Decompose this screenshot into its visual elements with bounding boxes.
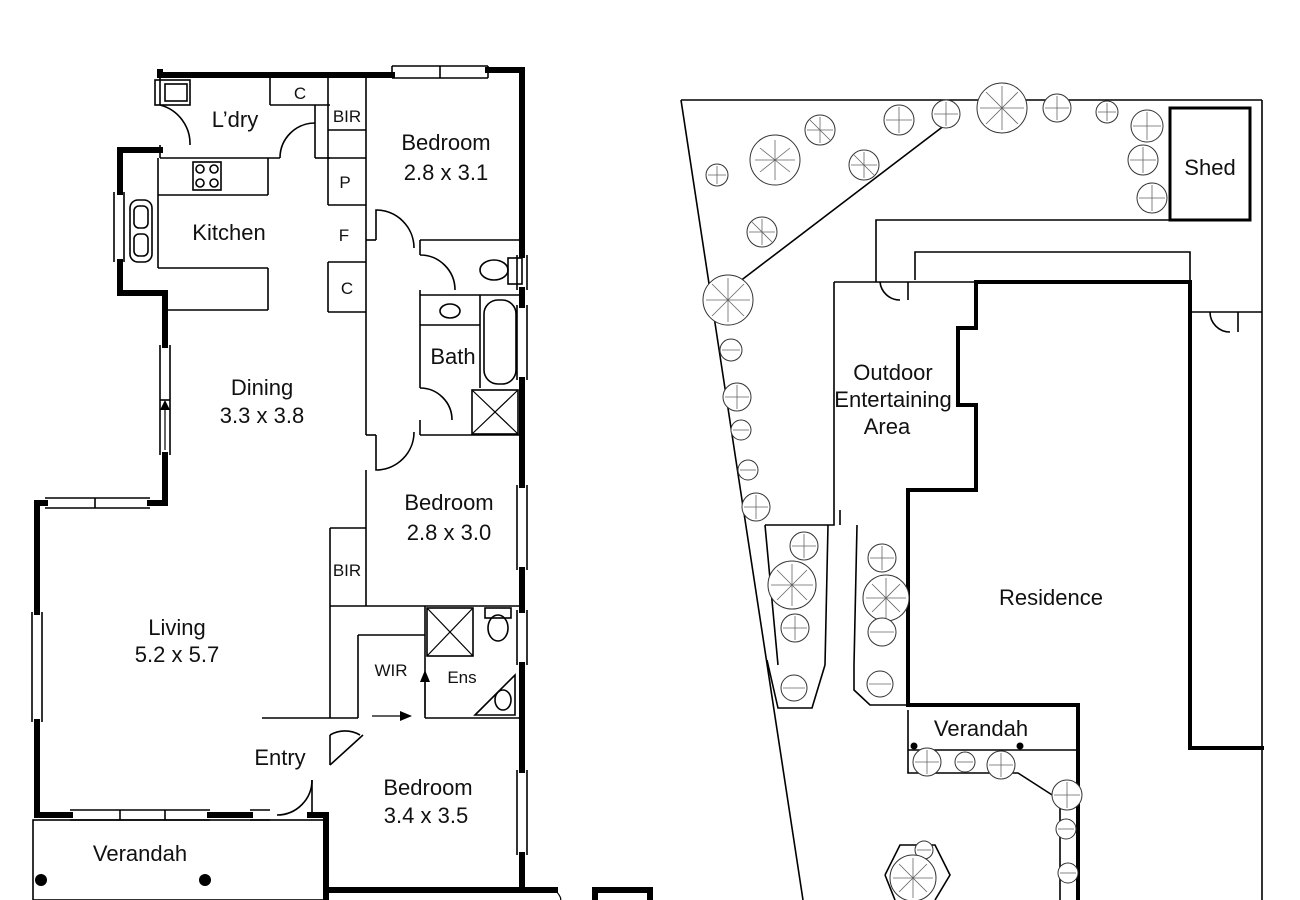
tree [931, 99, 961, 129]
tree [780, 613, 810, 643]
label-bedroom-2: Bedroom [404, 490, 493, 515]
site-boundary [680, 99, 1263, 900]
tree [780, 674, 808, 702]
tree [1127, 144, 1159, 176]
tree [719, 338, 743, 362]
label-entry: Entry [254, 745, 305, 770]
doors [159, 104, 456, 816]
label-fridge: F [339, 226, 349, 245]
post [910, 742, 918, 750]
tree [705, 163, 729, 187]
label-residence: Residence [999, 585, 1103, 610]
tree [867, 543, 897, 573]
label-site-verandah: Verandah [934, 716, 1028, 741]
label-bedroom-3-size: 3.4 x 3.5 [384, 803, 468, 828]
tree [1055, 818, 1077, 840]
label-wir: WIR [374, 661, 407, 680]
tree [1136, 182, 1168, 214]
tree [789, 531, 819, 561]
label-dining-size: 3.3 x 3.8 [220, 403, 304, 428]
shed [1168, 106, 1252, 222]
tree [954, 751, 976, 773]
exterior-walls [34, 67, 653, 900]
label-outdoor-3: Area [864, 414, 911, 439]
tree [722, 382, 752, 412]
label-bedroom-2-size: 2.8 x 3.0 [407, 520, 491, 545]
tree [883, 104, 915, 136]
tree [862, 574, 910, 622]
residence-outline [906, 280, 1264, 900]
label-dining: Dining [231, 375, 293, 400]
label-bath: Bath [430, 344, 475, 369]
tree [1051, 779, 1083, 811]
tree [767, 560, 817, 610]
tree [741, 492, 771, 522]
site-labels: Outdoor Entertaining Area Residence Vera… [834, 360, 1103, 741]
tree [749, 134, 801, 186]
label-living: Living [148, 615, 205, 640]
label-bedroom-1-size: 2.8 x 3.1 [404, 160, 488, 185]
site-plan: Shed [680, 82, 1264, 900]
windows [31, 65, 528, 855]
label-bir-2: BIR [333, 561, 361, 580]
label-living-size: 5.2 x 5.7 [135, 642, 219, 667]
label-cupboard-1: C [294, 84, 306, 103]
tree [867, 617, 897, 647]
tree [1130, 109, 1164, 143]
tree [976, 82, 1028, 134]
tree [730, 419, 752, 441]
tree [702, 274, 754, 326]
label-verandah: Verandah [93, 841, 187, 866]
label-outdoor-2: Entertaining [834, 387, 951, 412]
room-labels: L’dry C BIR Bedroom 2.8 x 3.1 P F C Kitc… [93, 84, 494, 866]
label-ensuite: Ens [447, 668, 476, 687]
label-shed: Shed [1184, 155, 1235, 180]
label-outdoor-1: Outdoor [853, 360, 933, 385]
tree [737, 459, 759, 481]
label-pantry: P [339, 173, 350, 192]
label-cupboard-2: C [341, 279, 353, 298]
tree [1057, 862, 1079, 884]
tree [912, 747, 942, 777]
floor-plan: L’dry C BIR Bedroom 2.8 x 3.1 P F C Kitc… [31, 65, 653, 900]
fixtures [32, 79, 562, 900]
tree [889, 854, 937, 900]
label-kitchen: Kitchen [192, 220, 265, 245]
label-bedroom-1: Bedroom [401, 130, 490, 155]
label-bir-1: BIR [333, 107, 361, 126]
tree [866, 670, 894, 698]
tree [986, 750, 1016, 780]
tree [804, 114, 836, 146]
label-laundry: L’dry [212, 107, 258, 132]
interior-walls [157, 75, 522, 815]
trees [702, 82, 1168, 900]
tree [1095, 100, 1119, 124]
post [1016, 742, 1024, 750]
label-bedroom-3: Bedroom [383, 775, 472, 800]
tree [848, 149, 880, 181]
tree [746, 216, 778, 248]
house-outlines [764, 219, 1262, 900]
tree [1042, 93, 1072, 123]
